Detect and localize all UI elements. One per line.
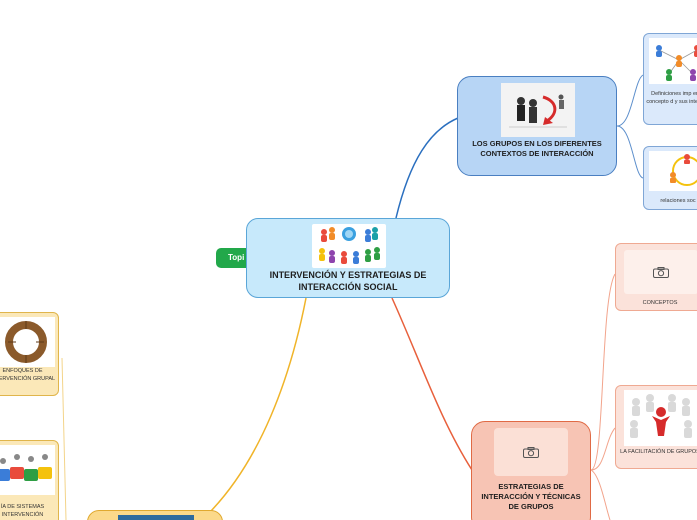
image-placeholder xyxy=(624,250,697,294)
subtopic-concepts-label: CONCEPTOS xyxy=(642,300,678,306)
subtopic-definitions[interactable]: Definiciones imp en el concepto d y sus … xyxy=(643,33,697,125)
relations-network-icon xyxy=(649,151,697,191)
subtopic-definitions-label: Definiciones imp en el concepto d y sus … xyxy=(646,91,697,105)
link-central-groups xyxy=(395,117,459,219)
subtopic-facilitation-label: LA FACILITACIÓN DE GRUPOS xyxy=(620,449,697,455)
link-left-children xyxy=(61,357,67,520)
camera-icon xyxy=(653,267,669,278)
link-groups-child1 xyxy=(616,74,644,127)
floating-topic-label: Topi xyxy=(228,253,245,262)
topic-groups-label: LOS GRUPOS EN LOS DIFERENTES CONTEXTOS D… xyxy=(472,139,602,158)
business-handshake-icon xyxy=(501,83,575,137)
people-network-icon xyxy=(649,38,697,84)
link-strategies-child2 xyxy=(590,427,616,471)
subtopic-approaches[interactable]: ENFOQUES DE INTERVENCIÓN GRUPAL xyxy=(0,312,59,396)
floating-topic[interactable]: Topi xyxy=(216,248,252,268)
link-central-left xyxy=(209,297,307,513)
subtopic-systems[interactable]: ÍA DE SISTEMAS INTERVENCIÓN xyxy=(0,440,59,520)
group-photo-thumbnail xyxy=(118,515,194,520)
subtopic-systems-label: ÍA DE SISTEMAS INTERVENCIÓN xyxy=(0,504,45,518)
subtopic-relations[interactable]: relaciones soc xyxy=(643,146,697,210)
link-groups-child2 xyxy=(616,125,644,179)
central-topic-label: INTERVENCIÓN Y ESTRATEGIAS DE INTERACCIÓ… xyxy=(269,270,427,292)
link-strategies-child1 xyxy=(590,273,616,471)
team-leader-icon xyxy=(624,390,697,446)
subtopic-concepts[interactable]: CONCEPTOS xyxy=(615,243,697,311)
subtopic-approaches-label: ENFOQUES DE INTERVENCIÓN GRUPAL xyxy=(0,368,56,382)
link-central-strategies xyxy=(391,297,473,471)
subtopic-relations-label: relaciones soc xyxy=(660,198,696,204)
topic-yellow-branch[interactable] xyxy=(87,510,223,520)
topic-strategies[interactable]: ESTRATEGIAS DE INTERACCIÓN Y TÉCNICAS DE… xyxy=(471,421,591,520)
subtopic-facilitation[interactable]: LA FACILITACIÓN DE GRUPOS xyxy=(615,385,697,469)
central-topic[interactable]: INTERVENCIÓN Y ESTRATEGIAS DE INTERACCIÓ… xyxy=(246,218,450,298)
people-network-icon xyxy=(312,224,386,268)
image-placeholder xyxy=(494,428,568,476)
hands-circle-icon xyxy=(0,317,55,367)
topic-strategies-label: ESTRATEGIAS DE INTERACCIÓN Y TÉCNICAS DE… xyxy=(481,482,581,511)
puzzle-people-icon xyxy=(0,445,55,495)
camera-icon xyxy=(523,447,539,458)
link-strategies-child3 xyxy=(590,469,611,520)
topic-groups[interactable]: LOS GRUPOS EN LOS DIFERENTES CONTEXTOS D… xyxy=(457,76,617,176)
